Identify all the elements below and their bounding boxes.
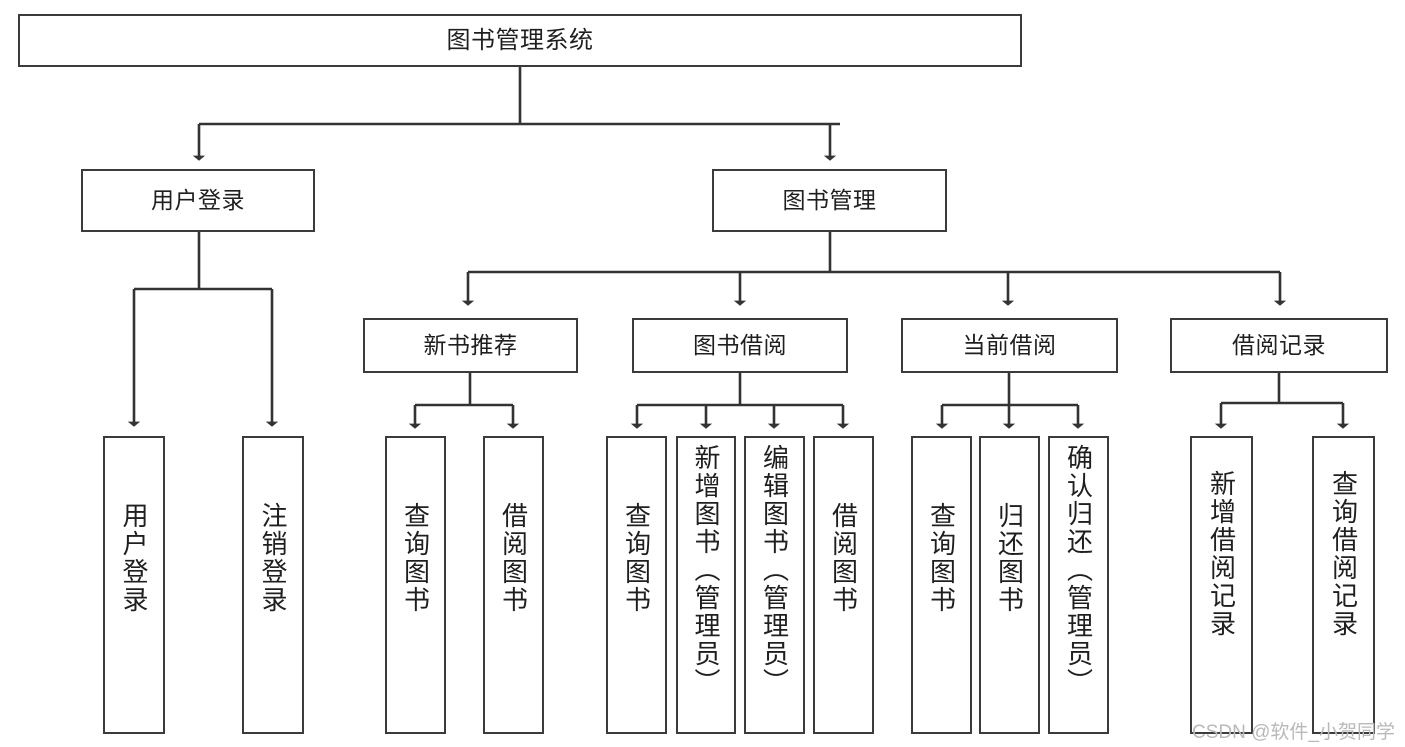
leaf-borrow-book[interactable]: 借阅图书: [813, 436, 874, 734]
node-label: 新增借阅记录: [1206, 470, 1237, 638]
node-label: 查询借阅记录: [1328, 470, 1359, 638]
node-new-book-recommend[interactable]: 新书推荐: [363, 318, 578, 373]
node-label: 借阅图书: [498, 502, 529, 614]
node-label: 查询图书: [400, 502, 431, 614]
node-label: 确认归还（管理员）: [1063, 444, 1094, 696]
leaf-borrow-book-recommend[interactable]: 借阅图书: [483, 436, 544, 734]
node-label: 归还图书: [994, 502, 1025, 614]
leaf-query-book-current[interactable]: 查询图书: [911, 436, 972, 734]
leaf-query-book-recommend[interactable]: 查询图书: [385, 436, 446, 734]
node-root-book-management-system[interactable]: 图书管理系统: [18, 14, 1022, 67]
node-book-borrow[interactable]: 图书借阅: [632, 318, 848, 373]
node-book-management[interactable]: 图书管理: [712, 169, 947, 232]
csdn-watermark: CSDN @软件_小贺同学: [1192, 722, 1395, 743]
leaf-user-login[interactable]: 用户登录: [103, 436, 165, 734]
leaf-edit-book[interactable]: 编辑图书（管理员）: [744, 436, 805, 734]
node-label: 借阅记录: [1232, 332, 1326, 359]
leaf-add-borrow-record[interactable]: 新增借阅记录: [1190, 436, 1253, 734]
node-user-login[interactable]: 用户登录: [81, 169, 315, 232]
node-borrow-record[interactable]: 借阅记录: [1170, 318, 1388, 373]
node-label: 用户登录: [119, 502, 149, 614]
node-label: 当前借阅: [962, 332, 1057, 359]
leaf-add-book[interactable]: 新增图书（管理员）: [676, 436, 736, 734]
node-label: 新增图书（管理员）: [691, 444, 721, 696]
node-label: 用户登录: [151, 187, 245, 214]
node-label: 注销登录: [258, 502, 288, 614]
node-label: 编辑图书（管理员）: [759, 444, 790, 696]
node-label: 图书管理系统: [446, 26, 594, 54]
node-current-borrow[interactable]: 当前借阅: [901, 318, 1118, 373]
leaf-query-borrow-record[interactable]: 查询借阅记录: [1312, 436, 1375, 734]
node-label: 新书推荐: [423, 332, 518, 359]
leaf-logout[interactable]: 注销登录: [242, 436, 304, 734]
leaf-confirm-return[interactable]: 确认归还（管理员）: [1048, 436, 1109, 734]
leaf-query-book-borrow[interactable]: 查询图书: [606, 436, 667, 734]
node-label: 图书管理: [782, 187, 877, 214]
node-label: 图书借阅: [693, 332, 787, 359]
node-label: 查询图书: [621, 502, 652, 614]
node-label: 借阅图书: [828, 502, 859, 614]
node-label: 查询图书: [926, 502, 957, 614]
leaf-return-book[interactable]: 归还图书: [979, 436, 1040, 734]
